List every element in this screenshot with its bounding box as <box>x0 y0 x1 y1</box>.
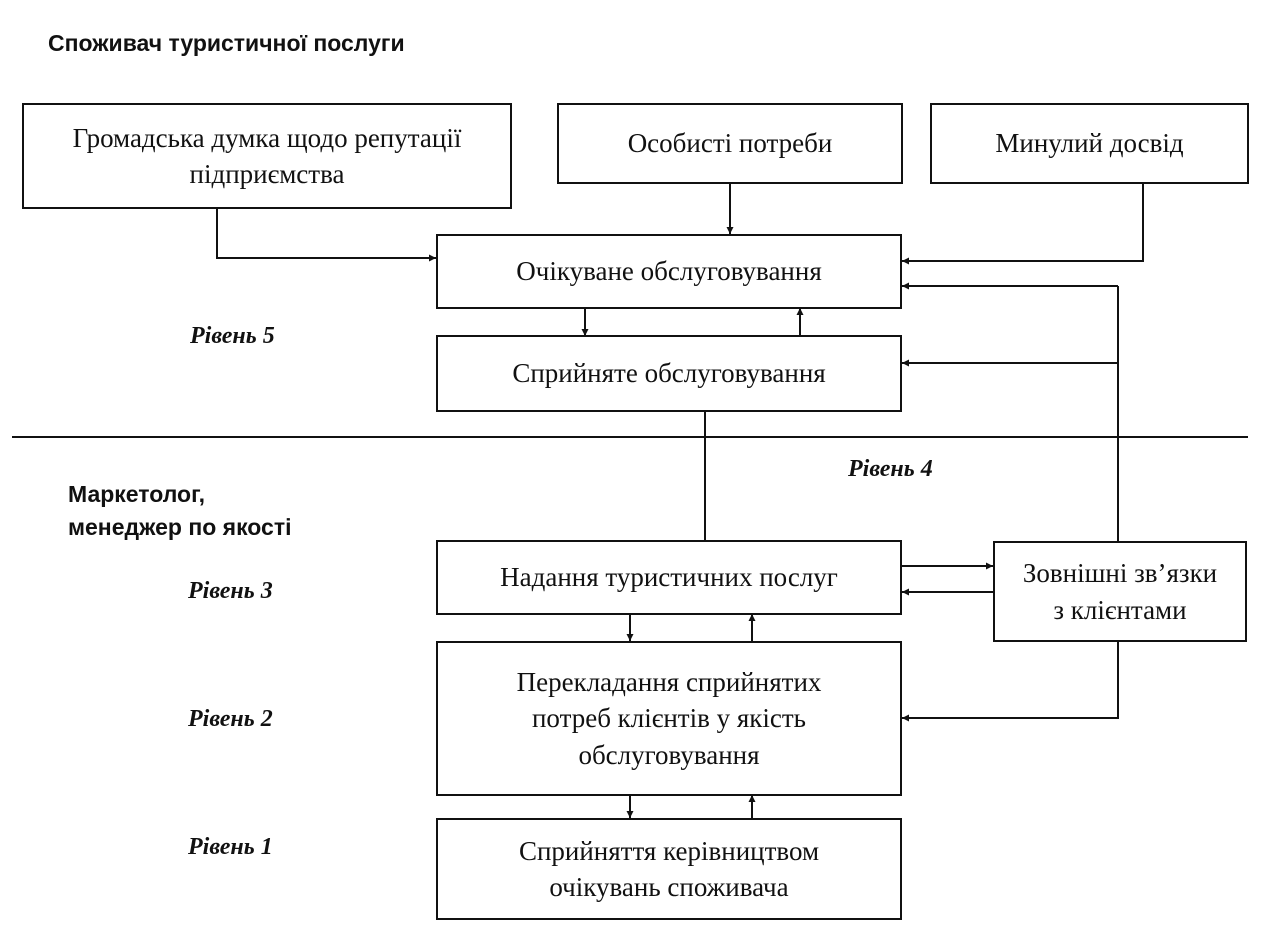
service-delivery-box: Надання туристичних послуг <box>436 540 902 615</box>
public-opinion-box: Громадська думка щодо репутації підприєм… <box>22 103 512 209</box>
perceived-service-box: Сприйняте обслуговування <box>436 335 902 412</box>
level-3-label: Рівень 3 <box>188 578 273 604</box>
external-communications-box: Зовнішні зв’язки з клієнтами <box>993 541 1247 642</box>
translation-box: Перекладання сприйнятих потреб клієнтів … <box>436 641 902 796</box>
level-4-label: Рівень 4 <box>848 456 933 482</box>
arrow-external-to-translation <box>902 641 1119 722</box>
arrow-public-opinion-to-expected <box>216 208 436 262</box>
personal-needs-box: Особисті потреби <box>557 103 903 184</box>
marketer-heading: Маркетолог, менеджер по якості <box>68 481 292 541</box>
level-5-label: Рівень 5 <box>190 323 275 349</box>
past-experience-box: Минулий досвід <box>930 103 1249 184</box>
expected-service-box: Очікуване обслуговування <box>436 234 902 309</box>
level-1-label: Рівень 1 <box>188 834 273 860</box>
management-perception-box: Сприйняття керівництвом очікувань спожив… <box>436 818 902 920</box>
arrow-past-experience-to-expected <box>902 183 1144 265</box>
level-2-label: Рівень 2 <box>188 706 273 732</box>
consumer-heading: Споживач туристичної послуги <box>48 30 405 56</box>
